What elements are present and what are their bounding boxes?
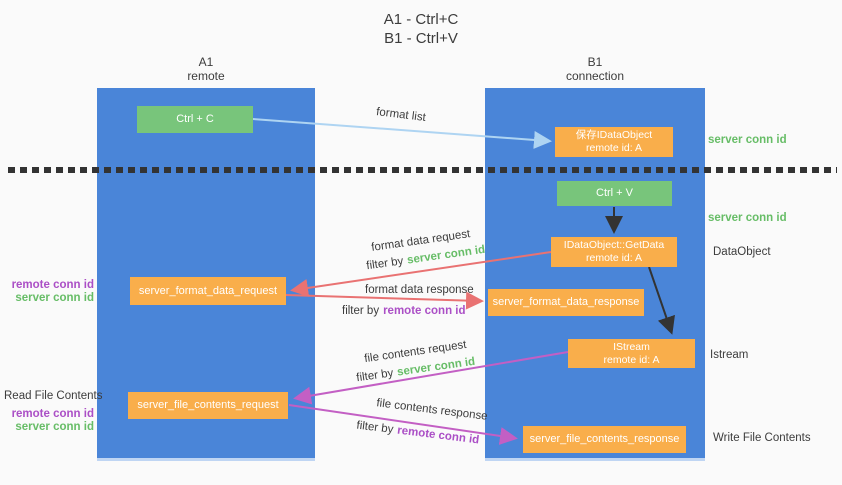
annotation-write-file-contents: Write File Contents [713,432,811,444]
node-format-response-label: server_format_data_response [492,296,640,308]
node-server-file-contents-request: server_file_contents_request [128,392,288,419]
annotation-dataobject: DataObject [713,246,771,258]
node-save-idataobject-line1: 保存IDataObject [575,129,653,141]
label-format-data-response: format data response [365,284,474,296]
node-file-request-label: server_file_contents_request [137,399,279,411]
lane-header-a1: A1 remote [97,55,315,83]
annotation-server-conn-id-left-bottom: server conn id [15,421,94,433]
remote-conn-id-highlight: remote conn id [396,424,480,447]
node-istream-line2: remote id: A [603,353,660,366]
annotation-istream: Istream [710,349,749,361]
annotation-server-conn-id-mid: server conn id [708,212,787,224]
annotation-conn-ids-bottom: remote conn id server conn id [8,408,94,434]
node-server-file-contents-response: server_file_contents_response [523,426,686,453]
node-ctrl-v-label: Ctrl + V [596,187,633,199]
lane-header-b1: B1 connection [485,55,705,83]
filter-by-text: filter by [342,305,380,317]
node-ctrl-c-label: Ctrl + C [176,113,214,125]
title-line-1: A1 - Ctrl+C [383,11,459,28]
node-save-idataobject-line2: remote id: A [585,142,643,154]
lane-b1-role: connection [565,69,625,83]
node-save-idataobject: 保存IDataObject remote id: A [555,127,673,157]
node-format-request-label: server_format_data_request [138,284,278,297]
node-ctrl-v: Ctrl + V [557,181,672,206]
annotation-server-conn-id-left-mid: server conn id [15,292,94,304]
filter-by-text: filter by [355,419,395,436]
diagram-title: A1 - Ctrl+C B1 - Ctrl+V [0,10,842,48]
annotation-server-conn-id-top: server conn id [708,134,787,146]
node-server-format-data-response: server_format_data_response [488,289,644,316]
annotation-remote-conn-id-mid: remote conn id [11,279,94,291]
node-server-format-data-request: server_format_data_request [130,277,286,305]
node-getdata-line1: IDataObject::GetData [563,239,665,251]
title-line-2: B1 - Ctrl+V [384,30,458,47]
remote-conn-id-highlight: remote conn id [383,305,466,317]
node-istream: IStream remote id: A [568,339,695,368]
node-istream-line1: IStream [613,340,650,353]
lane-a1-name: A1 [198,55,214,69]
lane-a1-role: remote [187,69,225,83]
node-getdata-line2: remote id: A [585,252,643,264]
annotation-read-file-contents: Read File Contents [4,390,103,402]
filter-by-text: filter by [365,255,405,273]
lane-b1-name: B1 [587,55,603,69]
node-file-response-label: server_file_contents_response [529,433,680,445]
node-ctrl-c: Ctrl + C [137,106,253,133]
label-file-contents-response: file contents response [375,397,489,423]
node-idataobject-getdata: IDataObject::GetData remote id: A [551,237,677,267]
label-format-list: format list [375,106,427,124]
annotation-conn-ids-mid: remote conn id server conn id [8,279,94,305]
filter-by-text: filter by [355,367,395,385]
annotation-remote-conn-id-bottom: remote conn id [11,408,94,420]
